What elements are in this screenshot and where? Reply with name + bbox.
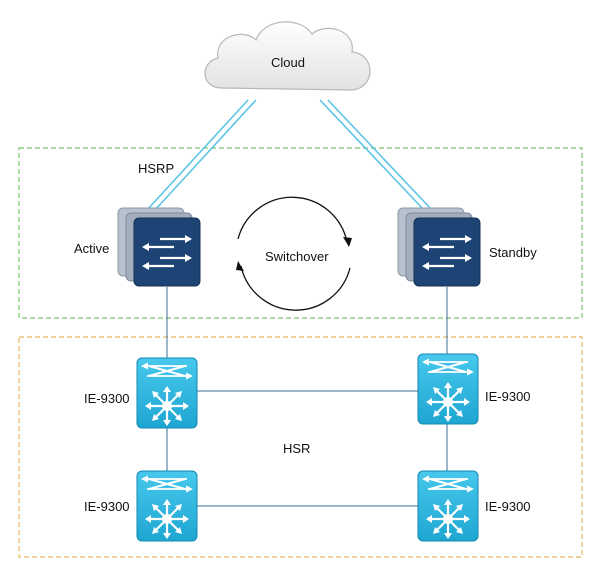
cloud-label: Cloud: [271, 55, 305, 70]
switch-icon-bottom-left: [135, 469, 199, 543]
switch-label-bottom-right: IE-9300: [485, 499, 531, 514]
switch-label-bottom-left: IE-9300: [84, 499, 130, 514]
hsrp-group-box: [18, 147, 583, 319]
switch-label-top-right: IE-9300: [485, 389, 531, 404]
router-icon-active: [116, 206, 202, 288]
switchover-arrowhead-left: [236, 261, 244, 271]
switchover-arrows-icon: [237, 196, 351, 311]
cloud-uplink-standby: [319, 99, 433, 211]
hsrp-group-label: HSRP: [138, 161, 175, 176]
switchover-label: Switchover: [265, 249, 329, 264]
router-label-standby: Standby: [489, 245, 537, 260]
cloud-uplink-active: [146, 99, 257, 211]
switch-icon-bottom-right: [416, 469, 480, 543]
hsr-group-box: [18, 336, 583, 558]
switch-label-top-left: IE-9300: [84, 391, 130, 406]
hsr-group-label: HSR: [283, 441, 311, 456]
router-icon-standby: [396, 206, 482, 288]
switchover-arrowhead-right: [343, 237, 352, 247]
cloud-shape: [204, 21, 371, 91]
router-label-active: Active: [74, 241, 110, 256]
switch-icon-top-left: [135, 356, 199, 430]
switch-icon-top-right: [416, 352, 480, 426]
